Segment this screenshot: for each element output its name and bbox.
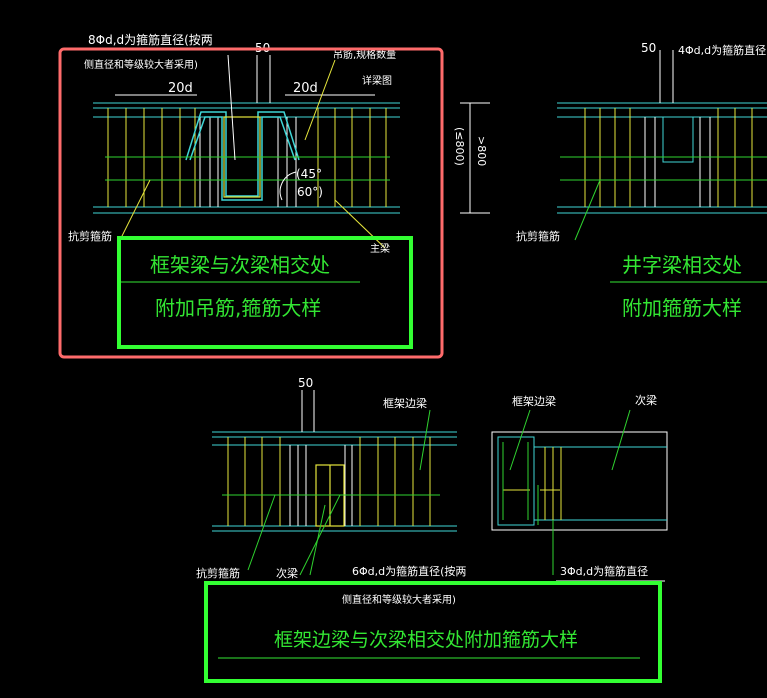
b-secondary-label: 次梁: [276, 566, 298, 580]
b-frame-edge-label: 框架边梁: [383, 396, 427, 410]
highlight-red-box: [58, 47, 444, 359]
detail-frame-beam-secondary-beam: 8Φd,d为箍筋直径(按两 侧直径和等级较大者采用) 50 吊筋,规格数量 详梁…: [68, 32, 490, 320]
tl-angle-60: 60°): [297, 185, 323, 199]
tl-angle-45: (45°: [296, 167, 322, 181]
highlight-green-box-top: [117, 236, 413, 349]
tl-shear-label: 抗剪箍筋: [68, 229, 112, 243]
tr-title-line2: 附加箍筋大样: [622, 296, 742, 320]
tr-title-line1: 井字梁相交处: [622, 253, 742, 277]
tr-shear-label: 抗剪箍筋: [516, 229, 560, 243]
tl-height-b: >800: [475, 136, 488, 166]
tr-note: 4Φd,d为箍筋直径: [678, 43, 766, 57]
tl-title-line1: 框架梁与次梁相交处: [150, 253, 330, 277]
b-right-note: 3Φd,d为箍筋直径: [560, 564, 648, 578]
highlight-green-box-bottom: [204, 581, 662, 683]
b-shear-label: 抗剪箍筋: [196, 566, 240, 580]
tl-20d-right: 20d: [293, 81, 318, 96]
detail-frame-edge-beam: 50 框架边梁 框架边梁 次梁 抗剪箍筋 次梁 6Φd,d为箍筋直径(按两 侧直…: [196, 376, 668, 659]
tl-dim-note-line1: 8Φd,d为箍筋直径(按两: [88, 32, 213, 47]
b-dim-50: 50: [298, 376, 313, 390]
tr-dim-50: 50: [641, 41, 656, 55]
tl-main-beam-label: 主梁: [370, 242, 390, 255]
b-secondary-label-right: 次梁: [635, 393, 657, 407]
b-frame-edge-label-2: 框架边梁: [512, 394, 556, 408]
tl-20d-left: 20d: [168, 81, 193, 96]
tl-hanger-note-line1: 吊筋,规格数量: [333, 48, 396, 61]
b-title: 框架边梁与次梁相交处附加箍筋大样: [274, 629, 578, 651]
b-note-line2: 侧直径和等级较大者采用): [342, 593, 456, 606]
tl-height-a: (≤800): [453, 127, 466, 166]
tl-title-line2: 附加吊筋,箍筋大样: [155, 296, 321, 320]
tl-hanger-note-line2: 详梁图: [362, 74, 392, 87]
b-note-line1: 6Φd,d为箍筋直径(按两: [352, 564, 466, 578]
detail-grid-beams: 50 4Φd,d为箍筋直径 抗剪箍筋 井字梁相交处 附加箍筋大样: [516, 41, 767, 320]
tl-dim-note-line2: 侧直径和等级较大者采用): [84, 58, 198, 71]
